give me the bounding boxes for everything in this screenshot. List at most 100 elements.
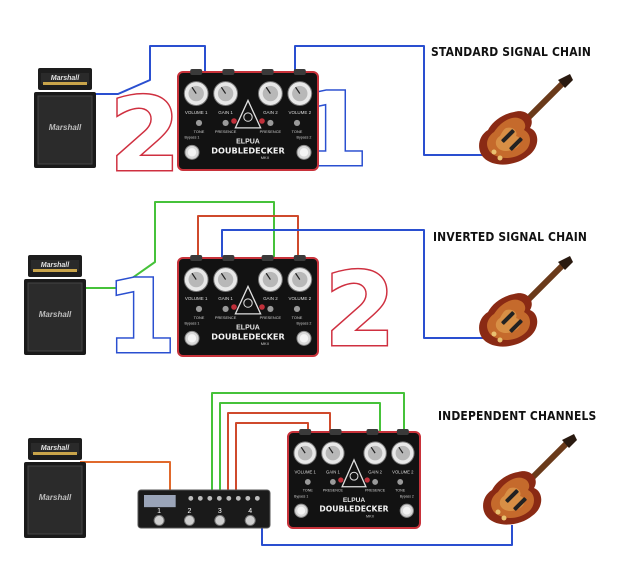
knob-label: VOLUME 1: [185, 296, 208, 301]
cable-amp-to-switcher: [80, 461, 171, 494]
pedal-jack: [293, 255, 306, 261]
amp-cabinet-logo: Marshall: [39, 310, 72, 319]
cable-amp-to-pedal-standard: [80, 45, 206, 95]
footswitch-cap: [299, 334, 309, 343]
footswitch-label: Bypass 1: [185, 136, 200, 140]
amp-cabinet-graphic: [24, 438, 86, 538]
switcher-button: [216, 495, 222, 501]
heading-standard-signal-chain: STANDARD SIGNAL CHAIN: [431, 44, 592, 59]
toggle-switch: [195, 119, 203, 127]
switch-label: PRESENCE: [215, 129, 237, 134]
amp-logo: Marshall: [41, 445, 70, 452]
pedal-model: DOUBLEDECKER: [211, 331, 285, 341]
switch-label: TONE: [303, 489, 314, 493]
guitar-standard: [479, 74, 573, 165]
knob-label: GAIN 2: [263, 110, 278, 115]
knob-label: GAIN 2: [263, 296, 278, 301]
switcher-footswitch: [183, 514, 195, 526]
knob-label: GAIN 2: [368, 469, 382, 474]
guitar-inverted: [479, 256, 573, 347]
knob-pointer: [265, 272, 271, 280]
toggle-switch: [372, 479, 379, 485]
heading-inverted-signal-chain: INVERTED SIGNAL CHAIN: [433, 229, 588, 244]
footswitch-cap: [402, 506, 411, 515]
led-right: [364, 477, 370, 483]
pedal-jack: [261, 69, 274, 75]
emblem-eye: [349, 471, 359, 481]
amp-logo: Marshall: [51, 75, 80, 82]
pedal-jack: [396, 429, 409, 435]
cable-green-2-independent: [219, 402, 381, 492]
toggle-switch: [397, 479, 404, 485]
heading-independent-channels: INDEPENDENT CHANNELS: [438, 408, 597, 423]
knob-label: VOLUME 2: [392, 469, 414, 474]
pedal-jack: [329, 429, 342, 435]
amp-cabinet-graphic: [34, 68, 96, 168]
knob-pointer: [398, 446, 404, 454]
knob-pointer: [300, 446, 306, 454]
switch-label: TONE: [292, 315, 303, 320]
pedal-jack: [222, 69, 235, 75]
switcher-screen: [144, 495, 176, 508]
switcher-number: 4: [248, 508, 252, 515]
switcher-button: [207, 495, 213, 501]
triangle-emblem: [341, 458, 367, 488]
knob-pointer: [191, 86, 197, 94]
switcher-footswitch: [153, 514, 165, 526]
triangle-emblem: [234, 284, 262, 315]
knob-pointer: [295, 272, 301, 280]
cable-blue-inverted: [221, 229, 490, 339]
amp-cabinet-logo: Marshall: [49, 123, 82, 132]
pedal-brand: ELPUA: [343, 497, 366, 504]
cable-green-inverted: [78, 201, 275, 289]
footswitch-label: Bypass 1: [294, 494, 308, 498]
toggle-switch: [222, 305, 229, 313]
switch-label: PRESENCE: [215, 315, 237, 320]
toggle-switch: [293, 119, 301, 127]
pedal-model: DOUBLEDECKER: [319, 505, 388, 514]
emblem-eye: [243, 298, 253, 308]
knob-pointer: [295, 86, 301, 94]
footswitch-label: Bypass 1: [185, 322, 200, 326]
footswitch-cap: [187, 148, 197, 157]
led-right: [259, 304, 265, 310]
footswitch-cap: [299, 148, 309, 157]
switch-label: PRESENCE: [260, 315, 282, 320]
pedal-version: MKII: [261, 341, 269, 346]
pedal-jack: [261, 255, 274, 261]
knob-pointer: [328, 446, 334, 454]
toggle-switch: [267, 305, 274, 313]
switcher-number: 2: [188, 508, 192, 515]
toggle-switch: [195, 305, 203, 313]
switcher-button: [197, 495, 203, 501]
amp-cabinet-graphic: [24, 255, 86, 355]
switch-label: TONE: [194, 129, 205, 134]
switcher-button: [188, 495, 194, 501]
pedal-version: MKII: [366, 514, 374, 518]
toggle-switch: [304, 479, 311, 485]
pedal-jack: [366, 429, 379, 435]
order-number-inverted-first: 1: [106, 258, 177, 377]
amp-logo: Marshall: [41, 262, 70, 269]
knob-pointer: [191, 272, 197, 280]
emblem-eye: [243, 112, 253, 122]
led-left: [231, 118, 237, 124]
knob-label: VOLUME 1: [185, 110, 208, 115]
switcher-footswitch: [214, 514, 226, 526]
knob-pointer: [220, 272, 227, 280]
pedal-brand: ELPUA: [236, 139, 260, 146]
cable-red-2-independent: [235, 422, 309, 492]
switch-label: PRESENCE: [365, 489, 386, 493]
footswitch-label: Bypass 2: [400, 494, 414, 498]
footswitch-label: Bypass 2: [297, 136, 312, 140]
pedal-jack: [190, 69, 203, 75]
knob-label: VOLUME 1: [294, 469, 316, 474]
pedal-jack: [222, 255, 235, 261]
pedal-jack: [293, 69, 306, 75]
